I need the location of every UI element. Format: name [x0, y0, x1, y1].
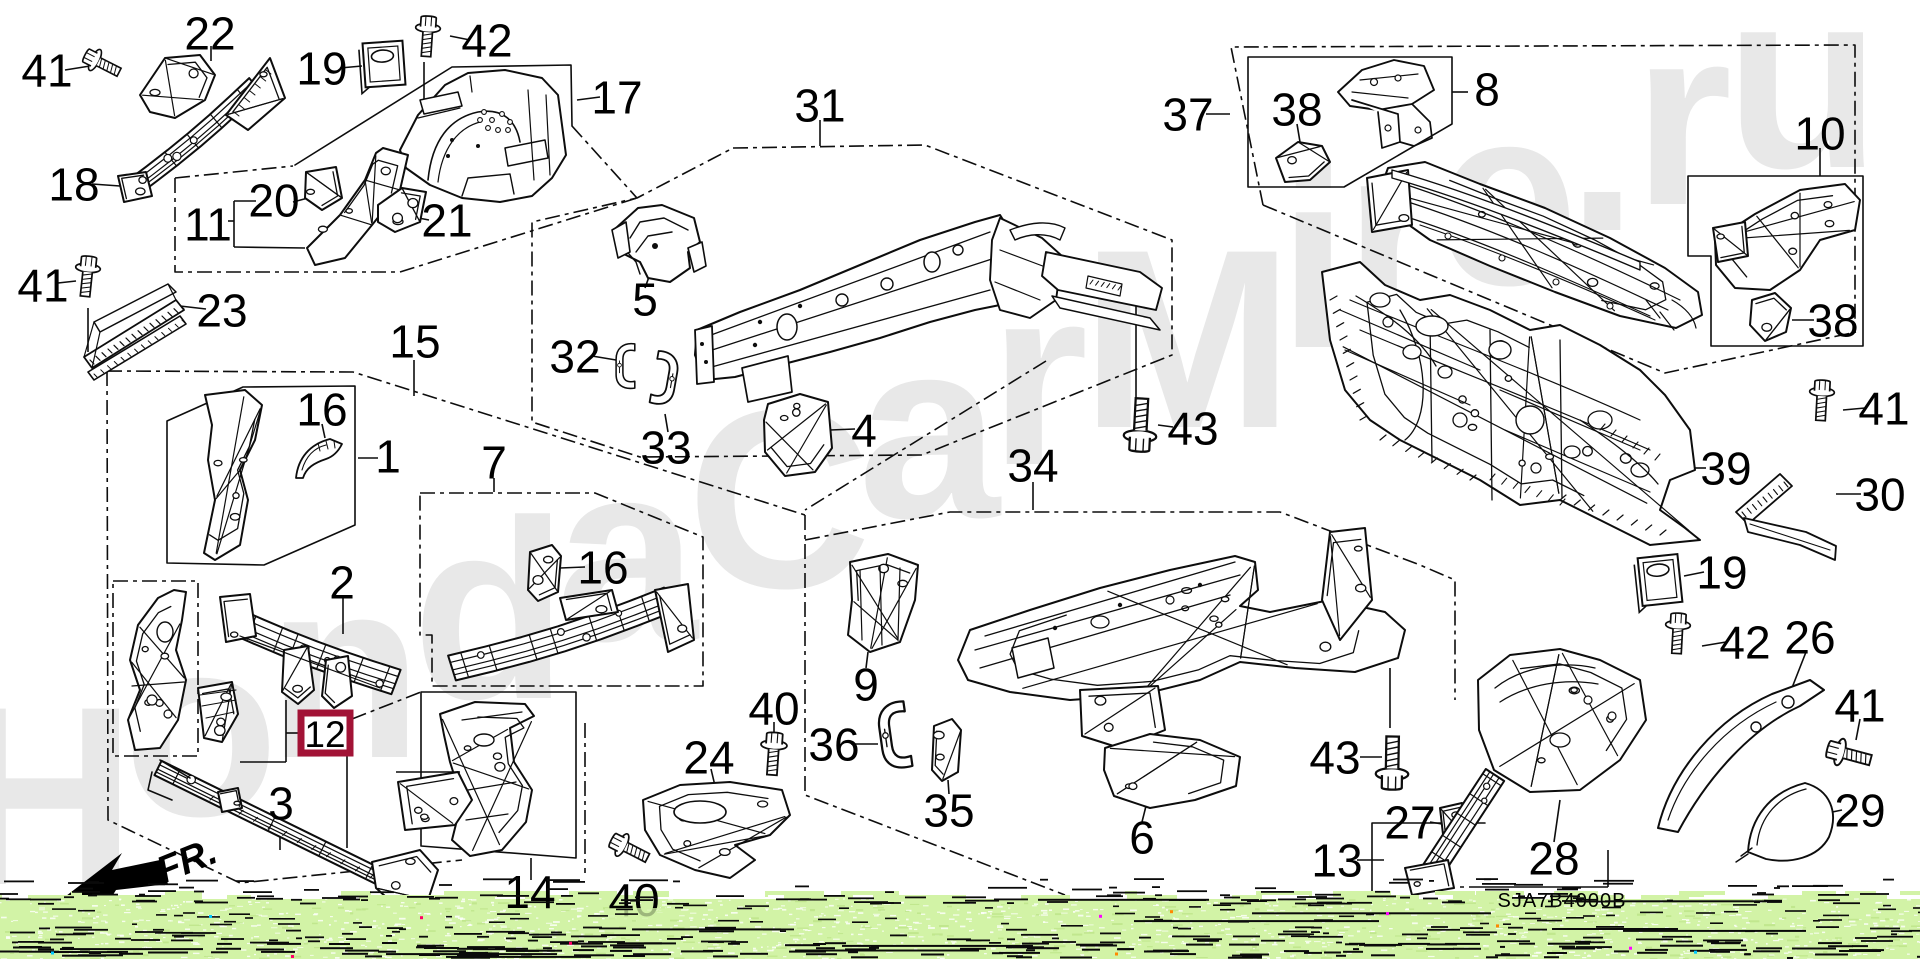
svg-text:17: 17 [591, 72, 642, 124]
svg-text:23: 23 [196, 285, 247, 337]
svg-text:40: 40 [748, 683, 799, 735]
svg-text:19: 19 [296, 43, 347, 95]
svg-text:3: 3 [268, 778, 294, 830]
svg-text:8: 8 [1474, 64, 1500, 116]
svg-text:31: 31 [794, 80, 845, 132]
svg-text:6: 6 [1129, 812, 1155, 864]
svg-text:30: 30 [1854, 469, 1905, 521]
svg-text:27: 27 [1384, 797, 1435, 849]
svg-text:38: 38 [1807, 295, 1858, 347]
svg-text:39: 39 [1700, 443, 1751, 495]
svg-text:42: 42 [461, 15, 512, 67]
svg-text:35: 35 [923, 785, 974, 837]
svg-text:32: 32 [549, 331, 600, 383]
svg-text:SJA7B4000B: SJA7B4000B [1498, 890, 1627, 912]
svg-text:11: 11 [184, 199, 232, 251]
svg-text:41: 41 [1858, 383, 1909, 435]
svg-text:16: 16 [577, 542, 628, 594]
svg-text:1: 1 [375, 431, 401, 483]
svg-text:16: 16 [296, 384, 347, 436]
svg-text:24: 24 [683, 732, 734, 784]
svg-text:43: 43 [1309, 732, 1360, 784]
svg-text:13: 13 [1311, 835, 1362, 887]
svg-text:4: 4 [851, 405, 877, 457]
svg-text:38: 38 [1271, 84, 1322, 136]
svg-text:41: 41 [1834, 680, 1885, 732]
svg-text:18: 18 [48, 159, 99, 211]
svg-text:7: 7 [481, 437, 507, 489]
svg-text:14: 14 [504, 866, 555, 918]
svg-text:2: 2 [329, 557, 355, 609]
svg-text:r: r [1633, 0, 1732, 259]
svg-text:41: 41 [21, 45, 72, 97]
svg-text:M: M [1081, 197, 1293, 482]
svg-text:21: 21 [421, 195, 472, 247]
svg-text:42: 42 [1719, 617, 1770, 669]
svg-text:28: 28 [1528, 833, 1579, 885]
svg-text:9: 9 [853, 659, 879, 711]
svg-text:10: 10 [1794, 108, 1845, 160]
svg-text:19: 19 [1696, 547, 1747, 599]
svg-text:20: 20 [248, 175, 299, 227]
svg-text:33: 33 [640, 422, 691, 474]
svg-text:12: 12 [304, 714, 345, 755]
svg-text:22: 22 [184, 8, 235, 60]
svg-text:34: 34 [1007, 440, 1058, 492]
svg-text:37: 37 [1162, 89, 1213, 141]
svg-text:36: 36 [808, 719, 859, 771]
svg-text:43: 43 [1167, 403, 1218, 455]
svg-text:29: 29 [1834, 785, 1885, 837]
svg-text:26: 26 [1784, 612, 1835, 664]
svg-text:5: 5 [632, 274, 658, 326]
svg-text:41: 41 [17, 260, 68, 312]
svg-text:15: 15 [389, 316, 440, 368]
